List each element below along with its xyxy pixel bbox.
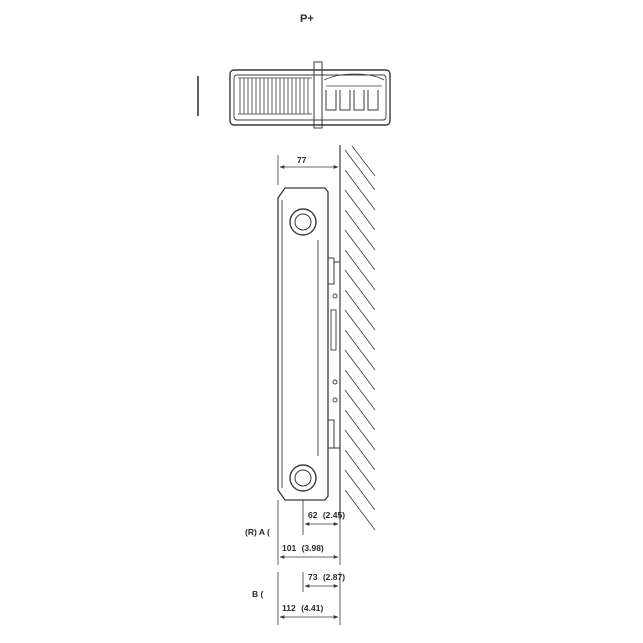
top-view (197, 61, 391, 129)
bottom-pipe (289, 464, 317, 492)
top-pipe (289, 208, 317, 236)
dimension-101: 101 (3.98) (277, 500, 341, 565)
dimension-101-mm: 101 (282, 543, 296, 553)
wall-bracket (327, 257, 341, 449)
dimension-62-mm: 62 (308, 510, 318, 520)
radiator-body (277, 187, 329, 501)
dimension-top-label: 77 (297, 155, 307, 165)
dimension-101-inch: (3.98) (302, 543, 324, 553)
dimension-73: 73 (2.87) (302, 572, 345, 625)
dimension-62: 62 (2.45) (302, 500, 345, 535)
dimension-112-inch: (4.41) (301, 603, 323, 613)
row-label-a: (R) A ( (245, 527, 270, 537)
dimension-top: 77 (277, 155, 341, 185)
convector-fins (238, 77, 312, 115)
diagram-title: P+ (300, 13, 314, 25)
svg-text:73 (2.87): 73 (2.87) (308, 572, 345, 582)
dimension-73-inch: (2.87) (323, 572, 345, 582)
svg-text:112 (4.41): 112 (4.41) (282, 603, 323, 613)
svg-text:101 (3.98): 101 (3.98) (282, 543, 324, 553)
dimension-62-inch: (2.45) (323, 510, 345, 520)
dimension-112: 112 (4.41) (277, 572, 339, 625)
row-label-b: B ( (252, 589, 264, 599)
dimension-112-mm: 112 (282, 603, 296, 613)
dimension-73-mm: 73 (308, 572, 318, 582)
water-channels (323, 73, 385, 111)
svg-text:62 (2.45): 62 (2.45) (308, 510, 345, 520)
wall-hatching (339, 145, 376, 531)
